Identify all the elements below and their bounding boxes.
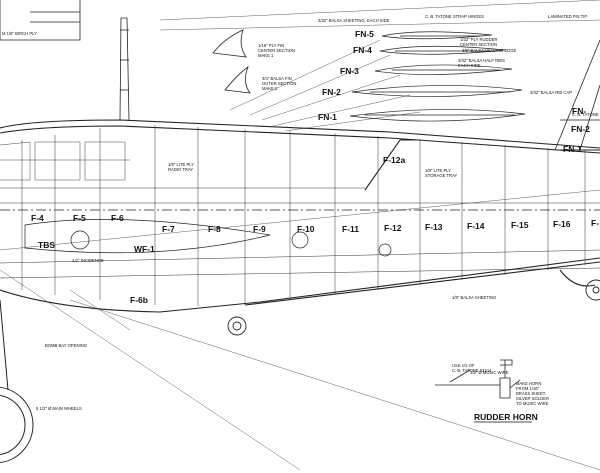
rib-cap-note: 3/32" BALSA RIB CAP: [530, 90, 572, 95]
wing-root: [24, 219, 392, 257]
main-wheel: [0, 299, 34, 464]
label-tbs: TBS: [38, 240, 55, 250]
former-labels: F-4 F-5 F-6 F-7 F-8 F-9 F-10 F-11 F-12 F…: [31, 213, 599, 234]
former-label: F-13: [425, 222, 443, 232]
former-label: F-8: [208, 224, 221, 234]
label-wf1: WF-1: [134, 244, 155, 254]
bomb-bay-note: BOMB BAY OPENING: [45, 343, 87, 348]
top-left-panel: [0, 0, 81, 41]
top-left-note: M 1/8" BIRCH PLY: [2, 31, 37, 36]
fin-center-section: [212, 29, 251, 94]
former-label: F-16: [553, 219, 571, 229]
label-f6b: F-6b: [130, 295, 148, 305]
former-label: F-7: [162, 224, 175, 234]
former-lines: [21, 125, 586, 306]
balsa-sheeting-note: 1/8" BALSA SHEETING: [452, 295, 496, 300]
former-label: F-15: [511, 220, 529, 230]
former-label: F-6: [111, 213, 124, 223]
former-label: F-14: [467, 221, 485, 231]
former-label: F-: [591, 218, 599, 228]
right-fn-label-1: FN-1: [563, 144, 582, 154]
former-label: F-5: [73, 213, 86, 223]
canopy-frames: [0, 141, 130, 181]
tatone-note: C. B. TATONE: [572, 112, 599, 117]
fn-label-2: FN-2: [322, 87, 341, 97]
fn-label-5: FN-5: [355, 29, 374, 39]
rudder-outline: [554, 39, 600, 151]
fn-label-1: FN-1: [318, 112, 337, 122]
fuselage-outline: [0, 119, 600, 313]
fn-sections: [349, 31, 526, 122]
retract-wheel: [227, 316, 247, 336]
right-fn-label-top: FN-: [572, 106, 586, 116]
sheeting-note: 3/32" BALSA SHEETING, EACH SIDE: [318, 18, 390, 23]
incidence-note: 2.0° INCIDENCE: [72, 258, 104, 263]
rudder-horn-title: RUDDER HORN: [474, 412, 538, 422]
fn-label-4: FN-4: [353, 45, 372, 55]
right-fn-label-2: FN-2: [571, 124, 590, 134]
music-wire-note: 1/8" Ø MUSIC WIRE: [470, 370, 509, 375]
former-label: F-11: [342, 224, 359, 234]
former-label: F-4: [31, 213, 44, 223]
fn-label-3: FN-3: [340, 66, 359, 76]
label-f12a: F-12a: [383, 155, 405, 165]
fin-tip-note: LAMINATED FIN TIP: [548, 14, 587, 19]
tail-wheel: [585, 279, 600, 301]
hinge-note: C. B. TATONE STRAP HINGES: [425, 14, 484, 19]
vertical-fin-post: [119, 17, 130, 121]
main-wheels-note: 5 1/2" Ø MAIN WHEELS: [36, 406, 82, 411]
rudder-horn-detail: [435, 359, 521, 399]
former-label: F-12: [384, 223, 402, 233]
leading-edge-note: 3/8" BALSA LEADING EDGE: [462, 48, 517, 53]
former-label: F-9: [253, 224, 266, 234]
former-label: F-10: [297, 224, 315, 234]
